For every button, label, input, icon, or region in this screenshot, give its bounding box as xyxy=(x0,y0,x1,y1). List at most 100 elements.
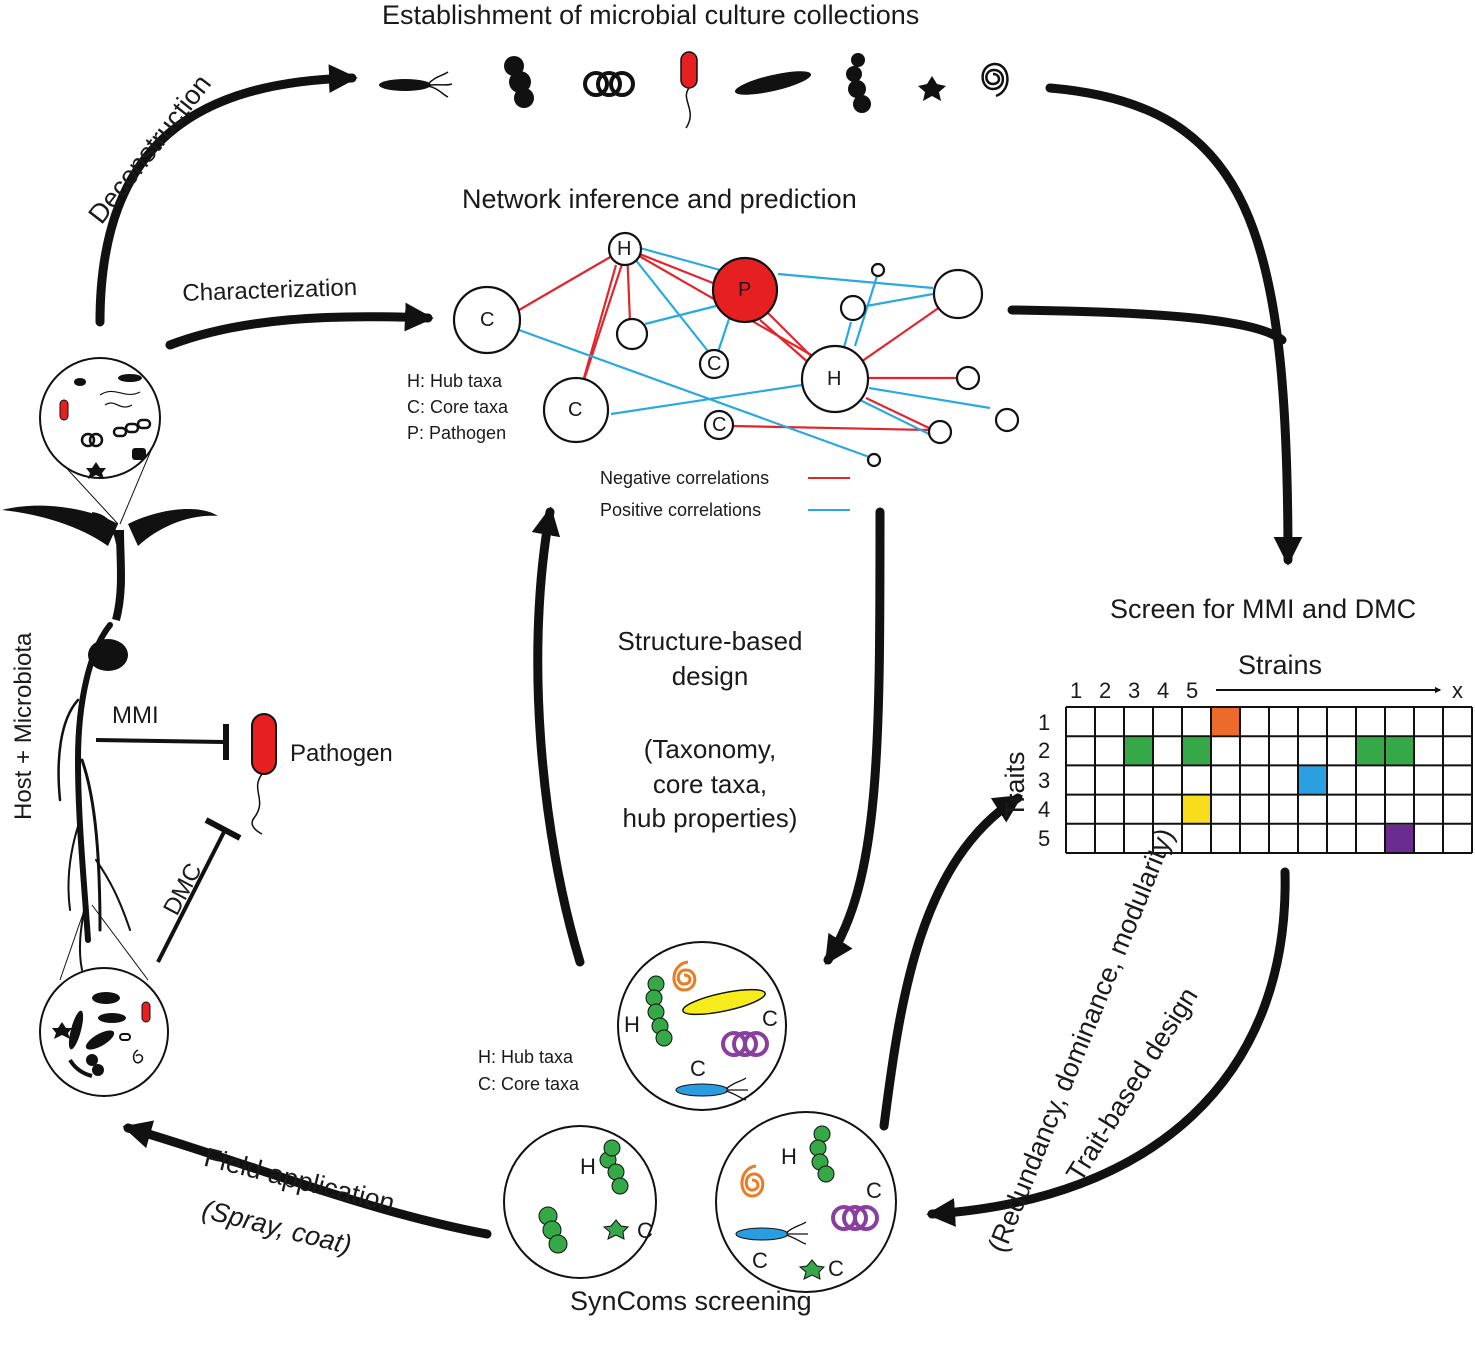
dmc-bar xyxy=(204,817,242,841)
filled-cell xyxy=(1212,708,1239,736)
node-large-empty xyxy=(932,268,984,320)
node-small-5 xyxy=(927,419,953,445)
green-chain-icon xyxy=(645,975,673,1047)
node-pathogen xyxy=(711,256,779,324)
leaf-right-icon xyxy=(128,509,218,546)
pathogen-label: Pathogen xyxy=(290,740,393,767)
structure-design-sub1: (Taxonomy, xyxy=(643,734,777,764)
red-bacterium-icon xyxy=(680,51,698,129)
node-letter-pathogen: P xyxy=(738,279,752,301)
syncom-right-letter-hub: H xyxy=(781,1144,797,1169)
structure-design-title: Structure-based design xyxy=(560,624,860,693)
trait-row-3: 3 xyxy=(1038,768,1051,793)
legend-pathogen: P: Pathogen xyxy=(407,423,507,443)
strain-col-x: x xyxy=(1452,678,1463,703)
node-core-2 xyxy=(698,348,730,380)
spiral-microbe-icon xyxy=(981,62,1009,98)
orange-spiral-icon xyxy=(672,960,697,992)
grid-lines xyxy=(1065,706,1473,854)
filled-cell xyxy=(1357,737,1384,765)
node-letter-hub-2: H xyxy=(827,368,842,390)
traits-label: Traits xyxy=(1000,751,1030,819)
node-small-2 xyxy=(839,294,867,322)
syncom-circle-top xyxy=(617,941,787,1111)
network-merge-arrow xyxy=(1007,305,1287,345)
positive-edges xyxy=(518,246,991,460)
node-core-3 xyxy=(542,376,610,444)
trait-row-4: 4 xyxy=(1038,797,1051,822)
purple-coil-icon xyxy=(831,1205,879,1231)
structure-design-line1: Structure-based xyxy=(617,626,803,656)
yellow-rod-icon xyxy=(682,988,766,1016)
filled-cell xyxy=(1183,795,1210,823)
trait-row-1: 1 xyxy=(1038,710,1051,735)
plant-host xyxy=(2,505,218,971)
syncom-right-letter-core-2: C xyxy=(752,1248,768,1273)
mmi-label: MMI xyxy=(112,702,159,729)
syncom-to-traits-arrow xyxy=(879,793,1023,1131)
structure-design-sub3: hub properties) xyxy=(622,803,798,834)
coiled-spiral-icon xyxy=(583,71,635,97)
roots-icon xyxy=(57,622,131,971)
syncom-left-letter-core: C xyxy=(637,1218,653,1243)
syncom-top-letter-core-2: C xyxy=(690,1056,706,1081)
network-title: Network inference and prediction xyxy=(462,184,857,214)
collection-to-screen-arrow xyxy=(1045,83,1303,566)
root-microbiota-zoom xyxy=(39,904,169,1097)
inhibition-arrows xyxy=(95,724,242,963)
characterization-label: Characterization xyxy=(181,273,358,307)
node-tiny-1 xyxy=(870,262,886,278)
top-title: Establishment of microbial culture colle… xyxy=(382,0,920,30)
culture-collection-microbes xyxy=(379,51,1009,129)
green-chain-icon xyxy=(599,1139,629,1195)
node-letter-core-1: C xyxy=(480,309,495,331)
leaf-left-icon xyxy=(2,505,118,546)
syncom-right-letter-core-1: C xyxy=(866,1178,882,1203)
trait-row-5: 5 xyxy=(1038,826,1051,851)
strain-col-2: 2 xyxy=(1099,678,1112,703)
screen-title: Screen for MMI and DMC xyxy=(1110,594,1417,624)
field-application-arrow xyxy=(122,1120,492,1239)
syncom-right-letter-core-3: C xyxy=(828,1256,844,1281)
legend-positive: Positive correlations xyxy=(600,500,762,520)
trait-row-2: 2 xyxy=(1038,738,1051,763)
pathogen-icon xyxy=(251,713,277,835)
purple-coil-icon xyxy=(721,1031,769,1057)
structure-design-sub2: core taxa, xyxy=(652,768,768,799)
leaf-microbiota-zoom xyxy=(39,357,161,525)
syncom-legend-hub: H: Hub taxa xyxy=(478,1047,574,1067)
structure-down-arrow xyxy=(823,507,885,965)
node-letter-core-4: C xyxy=(712,414,727,436)
network-nodes xyxy=(452,231,1020,468)
diplococcus-chain-icon xyxy=(504,56,534,108)
long-rod-icon xyxy=(734,71,812,95)
host-microbiota-label: Host + Microbiota xyxy=(10,632,37,820)
green-chain-icon xyxy=(809,1125,835,1183)
green-cluster-icon xyxy=(538,1206,568,1254)
node-small-4 xyxy=(994,407,1020,433)
node-letter-core-2: C xyxy=(707,353,722,375)
curved-chain-icon xyxy=(846,53,871,113)
syncom-top-letter-hub: H xyxy=(624,1012,640,1037)
flagellated-rod-icon xyxy=(379,71,453,98)
blue-flagellate-icon xyxy=(675,1077,748,1101)
node-hub-1 xyxy=(607,231,643,267)
node-hub-2 xyxy=(800,344,870,414)
node-tiny-2 xyxy=(866,452,882,468)
strain-col-1: 1 xyxy=(1070,678,1083,703)
syncom-circle-left xyxy=(503,1125,657,1279)
node-letter-core-3: C xyxy=(568,399,583,421)
green-star-icon xyxy=(798,1259,826,1280)
mmi-line xyxy=(95,738,225,744)
node-core-1 xyxy=(452,285,522,355)
legend-hub: H: Hub taxa xyxy=(407,371,503,391)
syncom-circle-right xyxy=(715,1111,897,1293)
node-small-1 xyxy=(615,317,649,351)
filled-cell xyxy=(1125,737,1152,765)
blue-flagellate-icon xyxy=(735,1221,808,1245)
strain-trait-grid xyxy=(1065,686,1473,854)
filled-cell xyxy=(1183,737,1210,765)
filled-cell xyxy=(1299,766,1326,794)
